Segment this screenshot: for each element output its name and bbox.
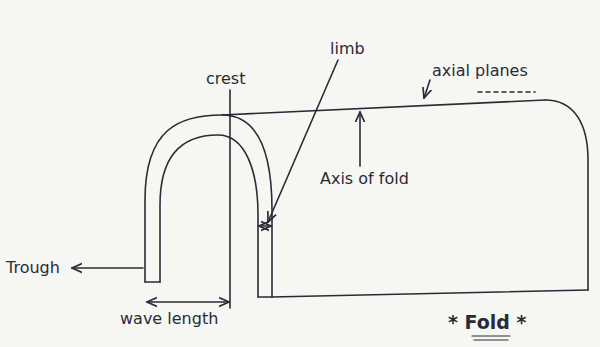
- fold-top-edge: [222, 100, 545, 115]
- trough-label: Trough: [6, 259, 60, 277]
- wavelength-label: wave length: [120, 310, 218, 328]
- caption: * Fold *: [448, 312, 526, 333]
- inner-arch: [160, 135, 258, 297]
- limb-end: [258, 296, 272, 298]
- limb-end: [145, 281, 160, 283]
- crest-label: crest: [206, 70, 245, 88]
- limb-label: limb: [330, 40, 365, 58]
- outer-arch: [145, 115, 272, 297]
- axis-label: Axis of fold: [320, 170, 409, 188]
- fold-bottom-edge: [272, 290, 588, 297]
- caption-underline: [472, 336, 510, 340]
- crest-line: [229, 90, 231, 308]
- axial-plane-leader: [424, 80, 430, 98]
- axis-arrow: [359, 112, 361, 166]
- axial-plane-label: axial planes: [432, 62, 528, 80]
- trough-arrow: [72, 267, 143, 269]
- limb-width-arrow: [259, 225, 271, 227]
- back-arch: [545, 100, 588, 290]
- axial-plane-dashed: [478, 91, 535, 93]
- limb-leader: [268, 60, 338, 222]
- wavelength-arrow: [147, 301, 229, 303]
